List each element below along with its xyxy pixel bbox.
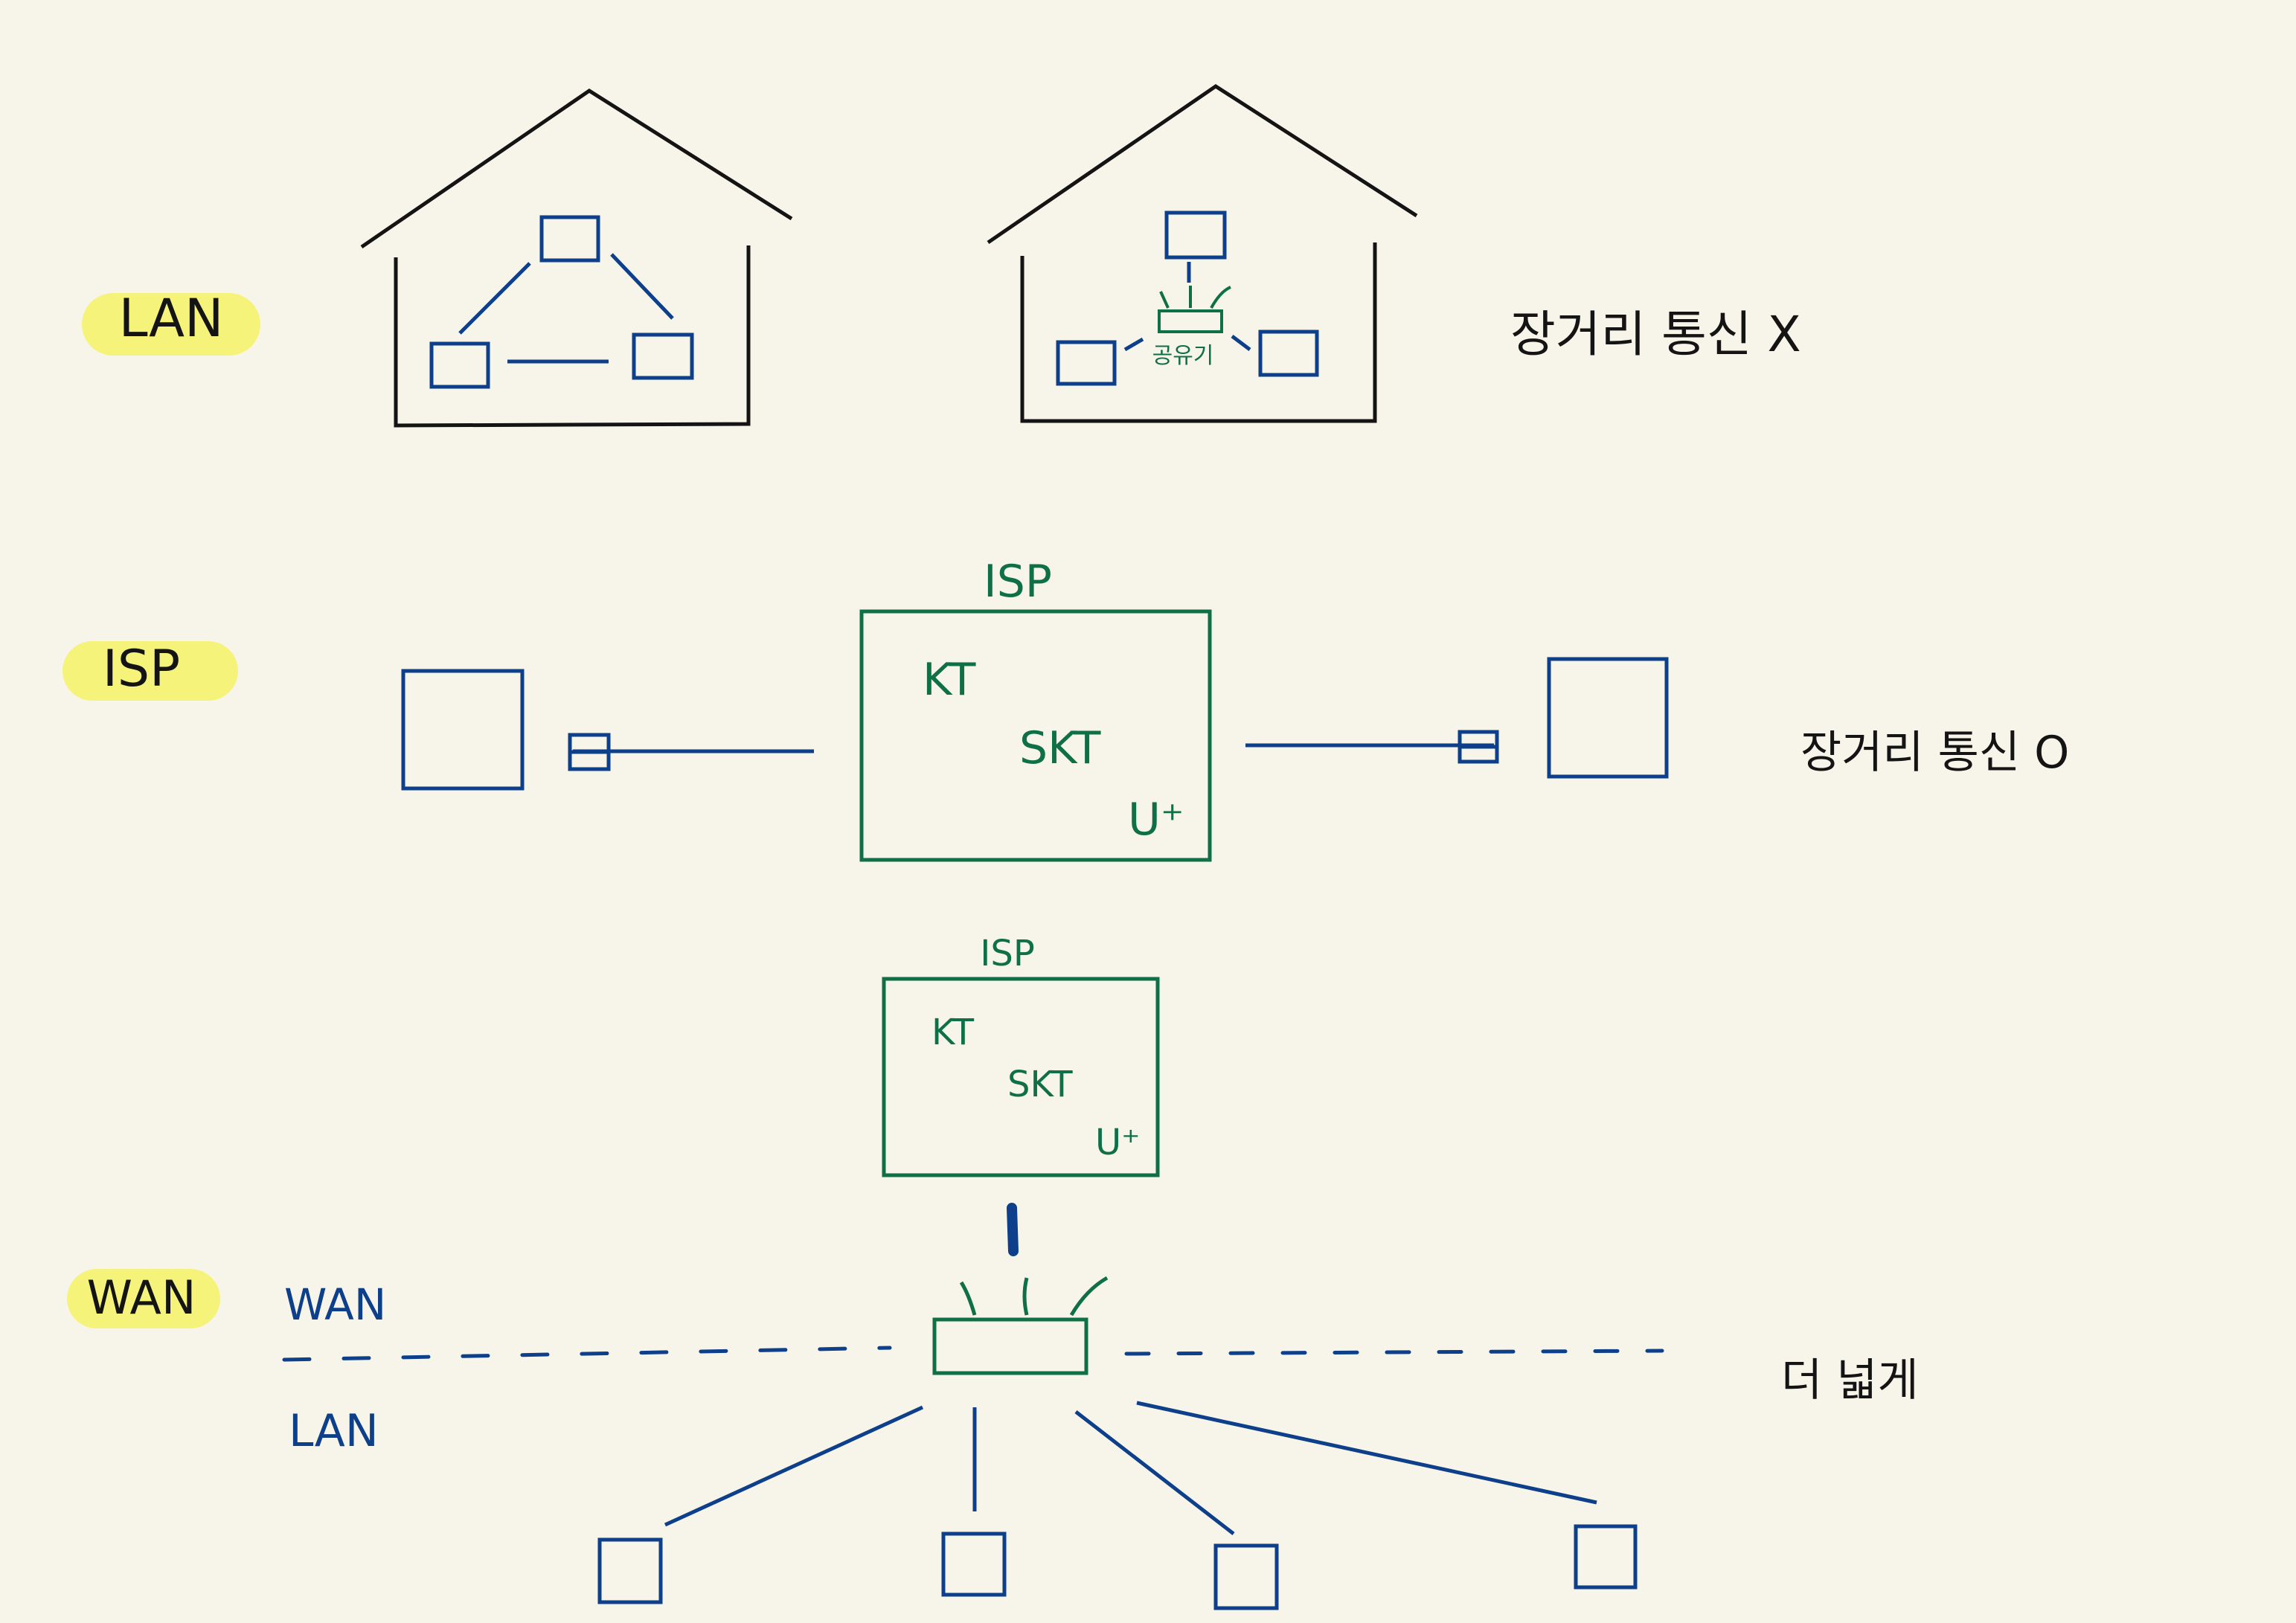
boundary-dash-right	[1124, 1349, 1664, 1356]
house-1-devices	[429, 215, 694, 389]
wan-provider-kt: KT	[931, 1012, 975, 1053]
house-1-walls	[394, 245, 751, 428]
device-box	[1164, 210, 1227, 260]
link-line	[1123, 337, 1144, 352]
boundary-dash-left	[282, 1346, 892, 1362]
router-antenna	[959, 1281, 977, 1316]
router-antenna	[1159, 291, 1170, 309]
house-1	[360, 89, 793, 428]
wan-label: WAN	[87, 1270, 196, 1325]
wan-lan-boundary	[282, 1346, 1664, 1362]
router-box	[932, 1317, 1088, 1375]
device-box	[539, 215, 600, 263]
lan-note: 장거리 통신 X	[1510, 306, 1801, 363]
lan-label-highlight	[82, 293, 260, 356]
isp-provider-kt: KT	[923, 654, 976, 706]
isp-note: 장거리 통신 O	[1800, 727, 2069, 779]
isp-provider-box	[859, 609, 1212, 862]
left-host-box	[401, 669, 525, 791]
lan-section: LAN	[82, 83, 1801, 428]
host-box	[1213, 1543, 1279, 1610]
wan-provider-skt: SKT	[1007, 1064, 1073, 1105]
device-box	[429, 341, 490, 389]
wan-router	[932, 1276, 1109, 1375]
router-label: 공유기	[1152, 343, 1214, 369]
house-2-walls	[1020, 242, 1377, 423]
host-link	[1074, 1410, 1235, 1535]
router-antenna	[1210, 286, 1231, 309]
host-box	[941, 1532, 1007, 1597]
device-box	[632, 332, 694, 380]
host-box	[597, 1537, 663, 1604]
wan-label-highlight	[67, 1269, 220, 1328]
link-line	[610, 253, 674, 320]
right-host-box	[1547, 657, 1669, 779]
isp-uplink	[1007, 1203, 1019, 1256]
router-antenna	[1069, 1276, 1109, 1317]
link-line	[458, 262, 531, 335]
router-box	[1158, 309, 1223, 333]
wan-isp-box-title: ISP	[980, 933, 1035, 974]
lan-hosts	[597, 1401, 1638, 1610]
device-box	[1056, 340, 1117, 386]
lan-label: LAN	[119, 288, 224, 349]
house-2-roof	[987, 83, 1418, 245]
router-antenna	[1022, 1277, 1029, 1316]
device-box	[1258, 330, 1319, 377]
host-link	[664, 1405, 924, 1527]
isp-label: ISP	[103, 640, 180, 698]
wan-provider-uplus: U⁺	[1095, 1122, 1140, 1163]
isp-box-title: ISP	[984, 556, 1052, 608]
isp-provider-uplus: U⁺	[1128, 794, 1184, 846]
house-2	[987, 83, 1418, 423]
wan-lower-label: LAN	[289, 1405, 379, 1457]
wan-section: ISP KT SKT U⁺ WAN WAN LAN	[67, 933, 1919, 1610]
host-box	[1574, 1524, 1638, 1590]
house-2-router	[1158, 286, 1231, 333]
isp-label-highlight	[62, 641, 238, 701]
house-1-roof	[360, 89, 793, 249]
wan-note: 더 넓게	[1781, 1354, 1919, 1407]
house-2-devices	[1056, 210, 1319, 386]
link-line	[1231, 335, 1251, 351]
isp-provider-skt: SKT	[1019, 722, 1101, 774]
isp-endpoints	[401, 657, 1669, 791]
isp-section: ISP ISP KT SKT U⁺ 장거리 통신 O	[62, 556, 2069, 862]
wan-upper-label: WAN	[284, 1279, 386, 1330]
host-link	[1136, 1401, 1597, 1505]
wan-isp-provider-box	[882, 977, 1160, 1177]
